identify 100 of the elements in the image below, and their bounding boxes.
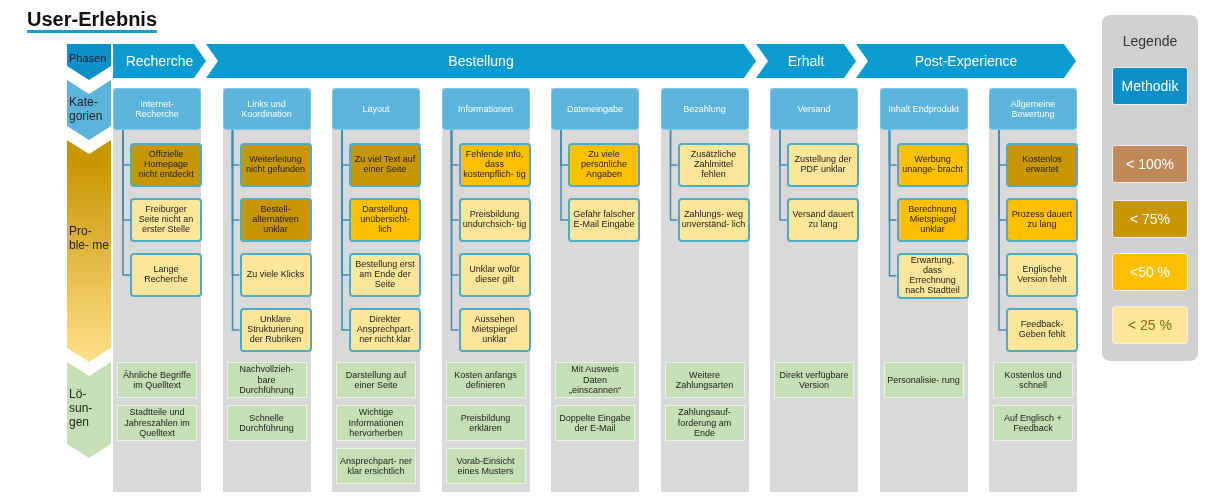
solution-label: Ähnliche Begriffe im Quelltext [122, 369, 192, 391]
solution-box [117, 405, 197, 441]
problem-label: Aussehen Mietspiegel unklar [470, 315, 519, 345]
legend-swatch: <50 % [1112, 253, 1188, 291]
solution-box [336, 362, 416, 398]
problem-label: Direkter Ansprechpart-ner nicht klar [355, 315, 415, 345]
problem-label: Englische Version fehlt [1016, 265, 1068, 285]
problem-box [239, 143, 312, 187]
tree-connector [888, 129, 898, 277]
category-label: Links und Koordination [240, 98, 293, 120]
solution-label: Weitere Zahlungsarten [674, 369, 735, 391]
tree-connector [450, 129, 460, 331]
column-background [113, 88, 201, 492]
problem-box [130, 198, 202, 242]
problem-label: Zu viel Text auf einer Seite [353, 155, 417, 175]
category-label: Inhalt Endprodukt [888, 103, 959, 115]
problem-box [568, 143, 640, 187]
problem-label: Weiterleitung nicht gefunden [244, 155, 307, 175]
problem-box [896, 143, 969, 187]
problem-label: Lange Recherche [143, 265, 189, 285]
problem-box [787, 198, 859, 242]
problem-label: Werbung unange- bracht [901, 155, 964, 175]
legend-title: Legende [1121, 33, 1179, 49]
problem-label: Unklare Strukturierung der Rubriken [246, 315, 305, 345]
problem-label: Unklar wofür dieser gilt [468, 265, 521, 285]
category-label: Internet- Recherche [134, 98, 180, 120]
problem-box [896, 198, 969, 242]
solution-box [664, 362, 745, 398]
phase-band [756, 44, 856, 78]
problem-label: Kostenlos erwartet [1021, 155, 1063, 175]
problem-label: Darstellung unübersicht- lich [359, 205, 411, 235]
tree-connector [231, 129, 241, 331]
category-box [660, 88, 749, 130]
legend-swatch: < 100% [1112, 145, 1188, 183]
solution-box [117, 362, 197, 398]
category-box [989, 88, 1077, 130]
category-label: Bezahlung [683, 103, 726, 115]
problem-label: Zusätzliche Zahlmittel fehlen [689, 150, 738, 180]
solution-label: Vorab-Einsicht eines Musters [455, 455, 516, 477]
problem-box [677, 143, 750, 187]
solution-label: Auf Englisch + Feedback [1003, 412, 1063, 434]
solution-label: Personalisie- rung [887, 374, 960, 386]
problem-box [130, 253, 202, 297]
problem-label: Zustellung der PDF unklar [793, 155, 853, 175]
category-box [770, 88, 858, 130]
solution-box [445, 448, 526, 484]
problem-box [349, 143, 421, 187]
solution-label: Wichtige Informationen hervorherben [347, 407, 405, 439]
problem-label: Versand dauert zu lang [791, 210, 855, 230]
column-background [770, 88, 858, 492]
solution-box [774, 362, 854, 398]
tree-connector [341, 129, 350, 331]
category-box [113, 88, 201, 130]
problem-label: Bestellung erst am Ende der Seite [354, 260, 416, 290]
problem-box [349, 198, 421, 242]
solution-label: Mit Ausweis Daten „einscannen“ [568, 364, 622, 396]
phase-label: Recherche [125, 53, 194, 69]
solution-label: Darstellung auf einer Seite [344, 369, 408, 391]
tree-connector [779, 129, 788, 221]
problem-box [787, 143, 859, 187]
problem-box [458, 253, 531, 297]
solution-box [226, 362, 307, 398]
problem-box [239, 308, 312, 352]
problem-label: Fehlende Info, dass kostenpflich- tig [462, 150, 527, 180]
solution-box [445, 362, 526, 398]
lane-band [67, 140, 111, 362]
problem-label: Bestell- alternativen unklar [251, 205, 300, 235]
category-box [551, 88, 639, 130]
problem-box [349, 253, 421, 297]
phase-label: Bestellung [448, 53, 514, 69]
lane-label: Kate- gorien [68, 96, 104, 125]
phase-label: Erhalt [787, 53, 825, 69]
phase-band [113, 44, 206, 78]
tree-connector [122, 129, 131, 276]
problem-label: Zu viele persönliche Angaben [580, 150, 628, 180]
category-box [332, 88, 420, 130]
solution-label: Kostenlos und schnell [1003, 369, 1063, 391]
column-background [332, 88, 420, 492]
lane-label: Pro- ble- me [68, 225, 110, 254]
problem-box [239, 253, 312, 297]
solution-box [555, 405, 635, 441]
solution-box [336, 405, 416, 441]
problem-box [458, 308, 531, 352]
category-label: Versand [797, 103, 831, 115]
solution-box [883, 362, 964, 398]
legend-swatch: < 25 % [1112, 306, 1188, 344]
problem-box [1006, 253, 1078, 297]
column-background [222, 88, 311, 492]
column-background [879, 88, 968, 492]
column-background [660, 88, 749, 492]
solution-label: Preisbildung erklären [459, 412, 512, 434]
lane-band [67, 362, 111, 458]
problem-box [1006, 143, 1078, 187]
problem-box [677, 198, 750, 242]
problem-label: Gefahr falscher E-Mail Eingabe [572, 210, 636, 230]
problem-box [130, 143, 202, 187]
legend-swatch: Methodik [1112, 67, 1188, 105]
lane-label: Lö- sun- gen [68, 388, 94, 431]
lane-label: Phasen [68, 52, 108, 66]
category-box [441, 88, 530, 130]
